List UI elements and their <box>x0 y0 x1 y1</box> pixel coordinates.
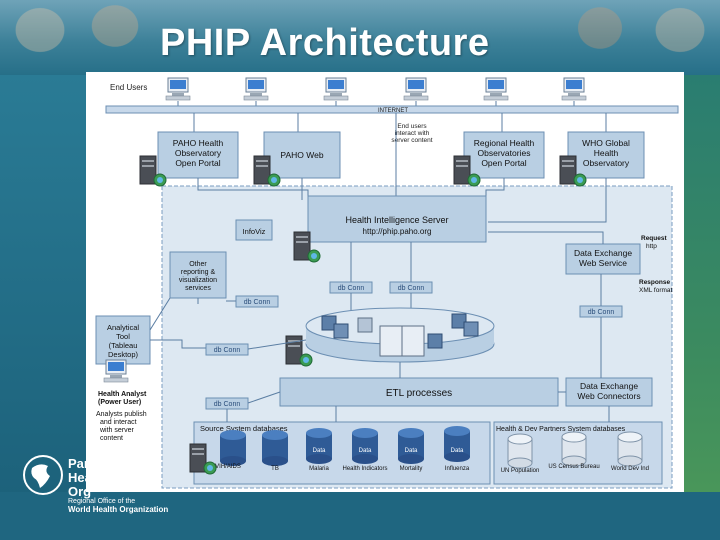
olap-cube <box>427 333 443 349</box>
end-user-pc <box>483 77 509 101</box>
svg-text:Health Indicators: Health Indicators <box>342 466 387 472</box>
data-exchange-web-service-box <box>565 243 641 275</box>
end-user-pc <box>403 77 429 101</box>
svg-text:Malaria: Malaria <box>309 466 329 472</box>
right-background <box>684 75 720 540</box>
svg-text:Health Intelligence Server: Health Intelligence Server <box>345 215 448 225</box>
svg-text:US Census Bureau: US Census Bureau <box>548 464 599 470</box>
table-icon <box>379 325 403 357</box>
svg-text:Data: Data <box>405 448 418 454</box>
svg-text:db Conn: db Conn <box>588 309 615 316</box>
svg-text:Health & Dev Partners System d: Health & Dev Partners System databases <box>496 426 626 433</box>
table-icon <box>401 325 425 357</box>
db-conn-box <box>205 343 249 356</box>
svg-text:Data: Data <box>313 448 326 454</box>
svg-text:Influenza: Influenza <box>445 466 470 472</box>
end-user-pc <box>323 77 349 101</box>
database-cylinder <box>220 430 246 466</box>
header-band <box>0 0 720 75</box>
database-cylinder <box>262 430 288 466</box>
end-user-pc <box>165 77 191 101</box>
logo-text-line3: Org <box>68 484 92 499</box>
svg-text:Data: Data <box>359 448 372 454</box>
database-cylinder <box>561 431 587 467</box>
end-users-label: End Users <box>110 83 147 92</box>
database-cylinder <box>352 428 378 464</box>
analyst-pc <box>103 359 129 383</box>
logo-text-line2: Hea <box>68 470 92 485</box>
svg-text:db Conn: db Conn <box>214 347 241 354</box>
internet-label: INTERNET <box>378 108 408 114</box>
infoviz-box <box>235 219 273 241</box>
database-cylinder <box>398 428 424 464</box>
regional-observatories-box <box>463 131 545 179</box>
table-icon <box>357 317 373 333</box>
svg-text:InfoViz: InfoViz <box>243 227 266 236</box>
paho-observatory-box <box>157 131 239 179</box>
etl-processes-box <box>279 377 559 407</box>
left-background <box>0 75 100 540</box>
end-user-pc <box>243 77 269 101</box>
svg-text:PAHO Web: PAHO Web <box>280 150 323 160</box>
logo-subtitle: Regional Office of the World Health Orga… <box>68 498 169 514</box>
svg-text:db Conn: db Conn <box>244 299 271 306</box>
end-user-pc <box>561 77 587 101</box>
svg-text:TB: TB <box>271 466 279 472</box>
logo-text-line1: Pan <box>68 456 92 471</box>
olap-cube <box>451 313 467 329</box>
svg-text:Source System databases: Source System databases <box>200 424 288 433</box>
header-photo-strip <box>0 0 720 75</box>
svg-text:Data: Data <box>451 448 464 454</box>
database-cylinder <box>617 431 643 467</box>
internet-bar <box>105 105 679 114</box>
database-cylinder <box>507 433 533 469</box>
database-cylinder <box>306 428 332 464</box>
svg-text:db Conn: db Conn <box>214 401 241 408</box>
slide-title: PHIP Architecture <box>160 22 490 64</box>
svg-text:VIH/AIDS: VIH/AIDS <box>215 464 241 470</box>
olap-cube <box>333 323 349 339</box>
paho-globe-logo <box>23 455 63 495</box>
health-intelligence-server-box <box>307 195 487 243</box>
svg-text:Health Analyst(Power User): Health Analyst(Power User) <box>98 391 147 406</box>
svg-text:db Conn: db Conn <box>338 285 365 292</box>
svg-text:Mortality: Mortality <box>400 466 423 472</box>
who-observatory-box <box>567 131 645 179</box>
svg-text:World Dev Ind: World Dev Ind <box>611 466 649 472</box>
bottom-background <box>0 492 720 540</box>
database-cylinder <box>444 426 470 462</box>
olap-cube <box>463 321 479 337</box>
svg-text:UN Population: UN Population <box>501 468 540 474</box>
olap-cube <box>321 315 337 331</box>
svg-text:db Conn: db Conn <box>398 285 425 292</box>
svg-text:http://phip.paho.org: http://phip.paho.org <box>363 227 432 236</box>
svg-text:ETL processes: ETL processes <box>386 388 452 399</box>
